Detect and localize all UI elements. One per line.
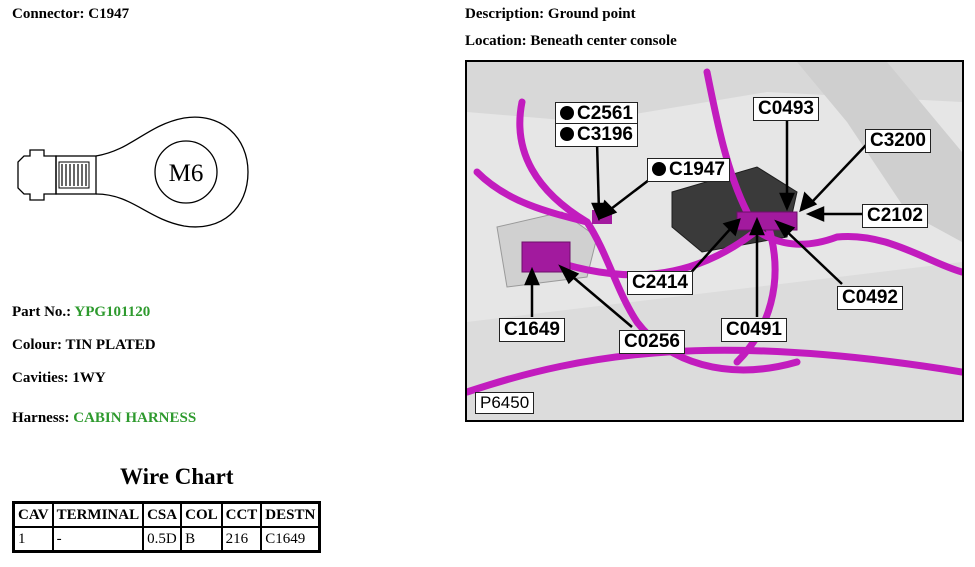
callout-c0256: C0256 <box>619 330 685 354</box>
cavities-value: 1WY <box>72 370 106 386</box>
description-line: Description: Ground point <box>465 6 636 23</box>
connector-line: Connector: C1947 <box>12 6 129 23</box>
callout-c2414: C2414 <box>627 271 693 295</box>
location-line: Location: Beneath center console <box>465 33 677 50</box>
callout-c0493: C0493 <box>753 97 819 121</box>
callout-c3200: C3200 <box>865 129 931 153</box>
callout-c1947: C1947 <box>647 158 730 182</box>
callout-c2561: C2561 <box>555 102 638 126</box>
callout-c0492: C0492 <box>837 286 903 310</box>
photo-reference-code: P6450 <box>475 392 535 414</box>
col-header-cct: CCT <box>220 501 263 528</box>
bullet-dot-icon <box>560 127 574 141</box>
wire-chart-title: Wire Chart <box>120 464 234 489</box>
col-header-csa: CSA <box>142 501 183 528</box>
location-value: Beneath center console <box>530 33 677 49</box>
colour-line: Colour: TIN PLATED <box>12 337 156 354</box>
bullet-dot-icon <box>652 162 666 176</box>
callout-c2102: C2102 <box>862 204 928 228</box>
location-label: Location: <box>465 33 527 49</box>
ring-terminal-diagram: M6 <box>17 116 249 228</box>
col-header-col: COL <box>180 501 223 528</box>
cavities-line: Cavities: 1WY <box>12 370 106 387</box>
col-header-destn: DESTN <box>260 501 321 528</box>
cell-cct: 216 <box>220 526 263 553</box>
table-header-row: CAV TERMINAL CSA COL CCT DESTN <box>12 501 321 528</box>
cell-cav: 1 <box>12 526 54 553</box>
col-header-cav: CAV <box>12 501 54 528</box>
callout-c3196: C3196 <box>555 123 638 147</box>
part-no-line: Part No.: YPG101120 <box>12 304 150 321</box>
callout-c1649: C1649 <box>499 318 565 342</box>
part-no-label: Part No.: <box>12 304 72 320</box>
connector-label: Connector: <box>12 6 85 22</box>
cell-destn[interactable]: C1649 <box>260 526 321 553</box>
location-photo: C2561 C3196 C1947 C0493 C3200 C2102 C241… <box>465 60 964 422</box>
cell-terminal: - <box>51 526 145 553</box>
wire-chart-table: CAV TERMINAL CSA COL CCT DESTN 1 - 0.5D … <box>12 501 322 553</box>
harness-link[interactable]: CABIN HARNESS <box>73 410 197 426</box>
vehicle-floor-illustration <box>467 62 962 420</box>
description-label: Description: <box>465 6 545 22</box>
connector-value: C1947 <box>88 6 130 22</box>
table-row: 1 - 0.5D B 216 C1649 <box>12 526 321 553</box>
colour-value: TIN PLATED <box>65 337 156 353</box>
cell-col: B <box>180 526 223 553</box>
description-value: Ground point <box>547 6 636 22</box>
part-no-link[interactable]: YPG101120 <box>74 304 151 320</box>
callout-c0491: C0491 <box>721 318 787 342</box>
harness-line: Harness: CABIN HARNESS <box>12 410 196 427</box>
bullet-dot-icon <box>560 106 574 120</box>
harness-label: Harness: <box>12 410 70 426</box>
col-header-terminal: TERMINAL <box>51 501 145 528</box>
terminal-size-text: M6 <box>169 160 204 187</box>
cavities-label: Cavities: <box>12 370 69 386</box>
colour-label: Colour: <box>12 337 62 353</box>
cell-csa: 0.5D <box>142 526 183 553</box>
